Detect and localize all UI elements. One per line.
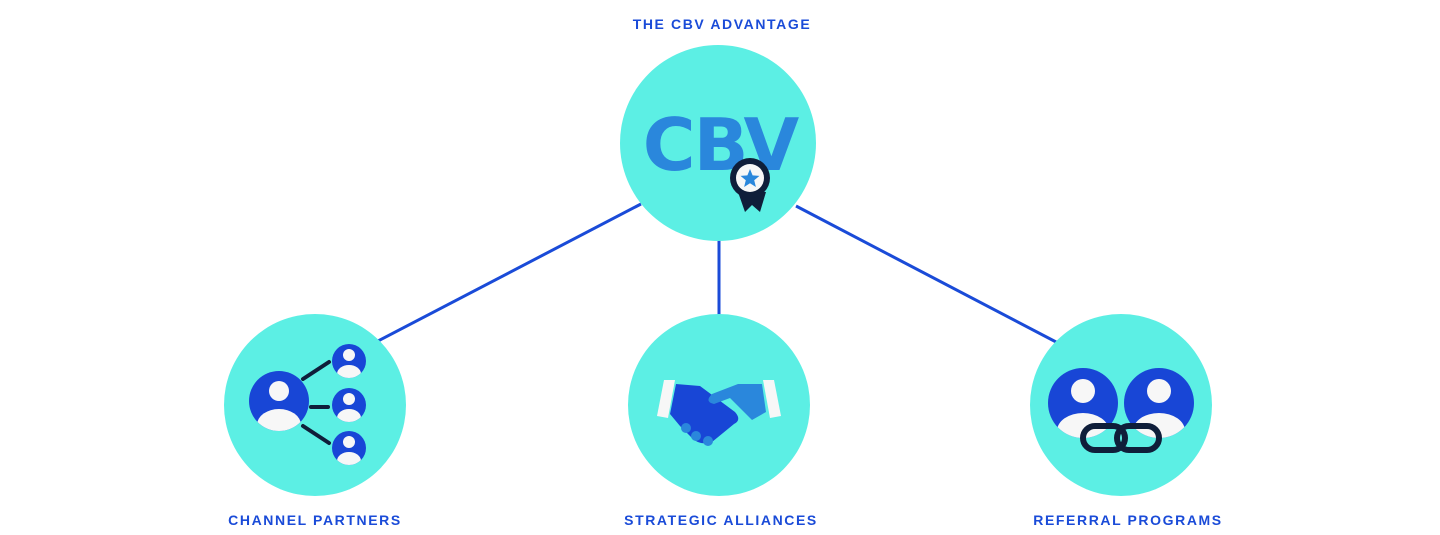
referral-programs-label: REFERRAL PROGRAMS [1033,512,1223,528]
diagram-title: THE CBV ADVANTAGE [632,16,812,32]
linked-people-icon [1048,368,1194,453]
channel-partners-label: CHANNEL PARTNERS [228,512,402,528]
channel-partners-node [224,314,406,496]
referral-programs-node [1030,314,1212,496]
cbv-logo: CBV [643,103,800,187]
strategic-alliances-node [628,314,810,496]
network-people-icon [249,344,366,465]
cbv-advantage-node: CBV [620,45,816,241]
connector-referral [795,204,1059,345]
strategic-alliances-label: STRATEGIC ALLIANCES [624,512,818,528]
handshake-icon [657,380,781,446]
award-badge-icon [730,158,770,212]
connector-channel [377,202,642,343]
